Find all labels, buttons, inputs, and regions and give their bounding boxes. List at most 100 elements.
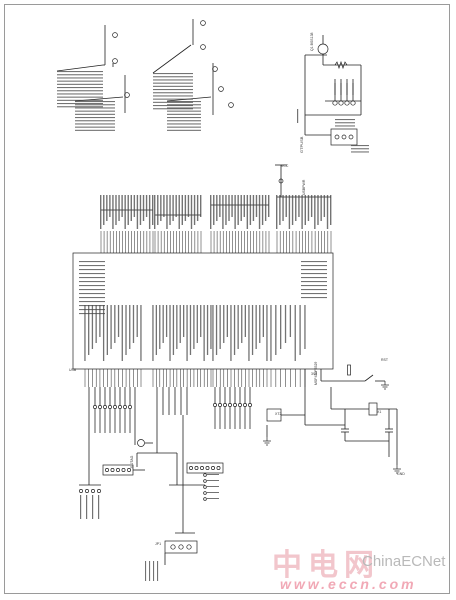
pin-label-mark xyxy=(165,305,168,337)
pin-label-mark xyxy=(351,145,369,147)
pin-label-mark xyxy=(75,126,115,128)
pin-label-mark xyxy=(154,195,156,229)
header-connector xyxy=(102,464,134,476)
pin-label-mark xyxy=(219,407,221,429)
pin-label-mark xyxy=(94,409,96,433)
pin-label-mark xyxy=(255,195,258,217)
pin-label-mark xyxy=(153,101,193,103)
pin-label-mark xyxy=(206,305,209,355)
pin-label-mark xyxy=(79,285,105,287)
pin-label-mark xyxy=(301,265,327,267)
pin-label-mark xyxy=(169,305,171,361)
pin-label-mark xyxy=(176,305,178,349)
pin-label-mark xyxy=(207,474,219,475)
test-point xyxy=(113,405,117,409)
pin-label-mark xyxy=(167,110,201,112)
pin-label-mark xyxy=(153,85,193,87)
pin-label-mark xyxy=(230,305,232,361)
led xyxy=(338,100,344,106)
pin-label-mark xyxy=(167,104,201,106)
pin-label-mark xyxy=(172,195,174,221)
pin-label-mark xyxy=(203,305,205,361)
pin-label-mark xyxy=(243,195,245,217)
header-pin xyxy=(205,466,210,470)
pin-label-mark xyxy=(301,261,327,263)
ic-body xyxy=(72,252,334,370)
pin-label-mark xyxy=(237,305,239,349)
pin-label-mark xyxy=(213,195,215,225)
pin-label-mark xyxy=(112,195,114,229)
pin-label-mark xyxy=(301,293,327,295)
pin-label-mark xyxy=(119,409,121,433)
test-point xyxy=(213,403,217,407)
pin-label-mark xyxy=(79,265,105,267)
header-pin xyxy=(127,468,131,472)
pin-label-mark xyxy=(301,297,327,299)
usb-label: USB xyxy=(69,368,77,372)
pin-label-mark xyxy=(57,77,103,79)
jumper-pad xyxy=(278,178,284,184)
pin-label-mark xyxy=(79,305,105,307)
pin-label-mark xyxy=(139,195,142,225)
pin-label-mark xyxy=(249,195,252,225)
test-point xyxy=(124,92,130,98)
pin-label-mark xyxy=(323,195,326,217)
pin-label-mark xyxy=(124,409,126,433)
test-point xyxy=(97,489,101,493)
pin-label-mark xyxy=(99,305,101,337)
pin-label-mark xyxy=(75,110,115,112)
connector-pin xyxy=(348,134,354,140)
power-label: 3V3 xyxy=(311,372,317,376)
pin-label-mark xyxy=(200,305,202,337)
pin-label-mark xyxy=(275,305,277,355)
pin-label-mark xyxy=(228,195,230,221)
led xyxy=(332,100,338,106)
pin-label-mark xyxy=(79,269,105,271)
pin-label-mark xyxy=(219,305,221,349)
pin-label-mark xyxy=(268,195,270,217)
pin-label-mark xyxy=(231,195,233,217)
pin-label-mark xyxy=(129,305,131,349)
schematic-labels: GTPUSB USB MSP430F5529 Q1 BSS138 USBPWR … xyxy=(69,32,405,546)
pin-label-mark xyxy=(222,195,224,229)
pin-label-mark xyxy=(57,99,103,101)
pin-label-mark xyxy=(79,313,105,315)
pin-label-mark xyxy=(186,305,188,361)
pin-label-mark xyxy=(102,305,105,361)
pin-label-mark xyxy=(335,119,355,121)
pin-label-mark xyxy=(210,305,212,349)
pin-label-mark xyxy=(266,305,268,361)
pin-label-mark xyxy=(193,305,195,349)
pin-label-mark xyxy=(79,301,105,303)
pin-label-mark xyxy=(252,195,255,221)
connector-pin xyxy=(170,544,176,550)
pin-label-mark xyxy=(219,195,221,217)
pin-label-mark xyxy=(109,195,111,217)
pin-label-mark xyxy=(335,125,355,127)
jumper-label: USBPWR xyxy=(302,179,306,195)
pin-label-mark xyxy=(307,195,310,221)
pin-label-mark xyxy=(276,195,278,229)
pin-label-mark xyxy=(79,293,105,295)
connector-pin xyxy=(341,134,347,140)
pin-label-mark xyxy=(314,195,316,229)
pin-label-mark xyxy=(317,195,319,225)
pin-label-mark xyxy=(280,305,282,349)
header-pin xyxy=(194,466,199,470)
pin-label-mark xyxy=(215,305,218,355)
pin-label-mark xyxy=(121,195,123,217)
pin-label-mark xyxy=(352,83,354,95)
test-point xyxy=(218,86,224,92)
pin-label-mark xyxy=(75,104,115,106)
pin-label-mark xyxy=(167,113,201,115)
pin-label-mark xyxy=(167,123,201,125)
test-point xyxy=(200,20,206,26)
header-pin xyxy=(105,468,109,472)
pin-label-mark xyxy=(152,195,154,225)
bottom-connector xyxy=(164,540,198,554)
pin-label-mark xyxy=(301,285,327,287)
signal-wire xyxy=(56,64,104,72)
pin-label-mark xyxy=(75,117,115,119)
pin-label-mark xyxy=(125,305,127,355)
pin-label-mark xyxy=(80,495,82,519)
